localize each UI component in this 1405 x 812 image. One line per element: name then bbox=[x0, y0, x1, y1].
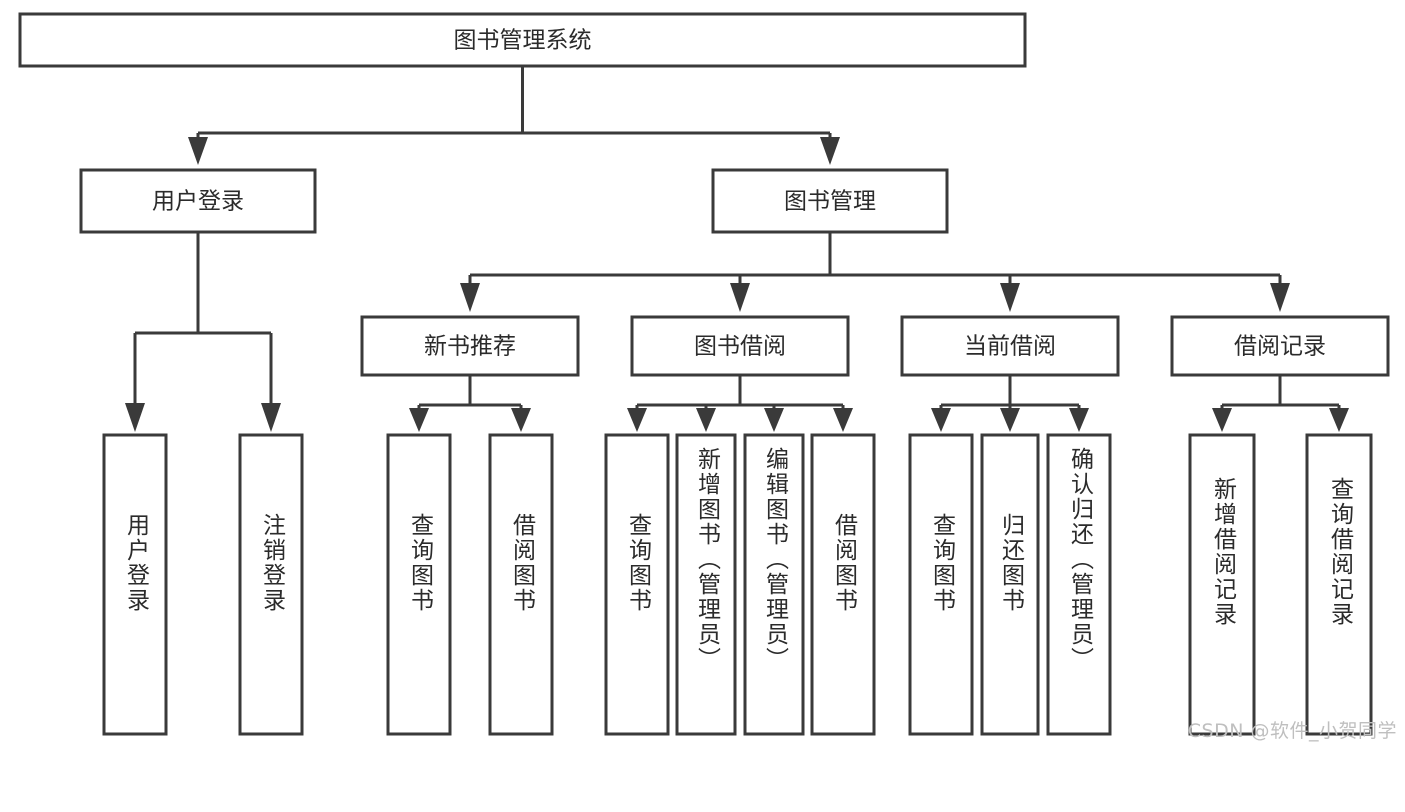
connector-group-book-borrow-children bbox=[627, 375, 853, 432]
diagram-canvas: 图书管理系统 用户登录 图书管理 新书推荐 图书借阅 当前借阅 借阅记录 bbox=[18, 12, 1390, 736]
arrow-leaf-return-book bbox=[1000, 408, 1020, 432]
node-box-new-book-recommend[interactable] bbox=[360, 315, 580, 377]
arrow-leaf-query-book-2 bbox=[627, 408, 647, 432]
node-box-leaf-query-book-2[interactable] bbox=[604, 433, 670, 736]
arrow-leaf-user-login bbox=[125, 403, 145, 432]
connector-group-current-borrow-children bbox=[931, 375, 1089, 432]
arrow-book-management bbox=[820, 137, 840, 165]
node-box-borrow-record[interactable] bbox=[1170, 315, 1390, 377]
node-box-leaf-add-book[interactable] bbox=[675, 433, 737, 736]
node-box-leaf-query-record[interactable] bbox=[1305, 433, 1373, 736]
connector-group-book-management-children bbox=[460, 232, 1290, 312]
connector-group-borrow-record-children bbox=[1212, 375, 1349, 432]
node-box-leaf-borrow-book-2[interactable] bbox=[810, 433, 876, 736]
arrow-leaf-borrow-book-1 bbox=[511, 408, 531, 432]
node-label-new-book-recommend: 新书推荐 bbox=[424, 334, 516, 360]
arrow-borrow-record bbox=[1270, 283, 1290, 312]
node-box-leaf-confirm-return[interactable] bbox=[1046, 433, 1112, 736]
csdn-watermark: CSDN @软件_小贺同学 bbox=[1187, 720, 1397, 742]
node-box-leaf-logout-login[interactable] bbox=[238, 433, 304, 736]
node-box-book-borrow[interactable] bbox=[630, 315, 850, 377]
arrow-leaf-logout-login bbox=[261, 403, 281, 432]
arrow-user-login bbox=[188, 137, 208, 165]
connector-group-root-to-level2 bbox=[188, 66, 840, 165]
arrow-leaf-query-book-1 bbox=[409, 408, 429, 432]
connector-group-new-book-recommend-children bbox=[409, 375, 531, 432]
node-label-book-management: 图书管理 bbox=[784, 189, 876, 215]
arrow-leaf-borrow-book-2 bbox=[833, 408, 853, 432]
node-box-leaf-user-login[interactable] bbox=[102, 433, 168, 736]
node-label-borrow-record: 借阅记录 bbox=[1234, 334, 1326, 360]
node-box-leaf-edit-book[interactable] bbox=[743, 433, 805, 736]
node-label-book-borrow: 图书借阅 bbox=[694, 334, 786, 360]
arrow-current-borrow bbox=[1000, 283, 1020, 312]
node-label-root: 图书管理系统 bbox=[454, 28, 592, 54]
node-box-leaf-query-book-3[interactable] bbox=[908, 433, 974, 736]
node-label-user-login: 用户登录 bbox=[152, 189, 244, 215]
node-box-root[interactable] bbox=[18, 12, 1027, 68]
arrow-leaf-add-record bbox=[1212, 408, 1232, 432]
node-box-leaf-return-book[interactable] bbox=[980, 433, 1040, 736]
node-box-current-borrow[interactable] bbox=[900, 315, 1120, 377]
node-box-leaf-query-book-1[interactable] bbox=[386, 433, 452, 736]
node-box-leaf-borrow-book-1[interactable] bbox=[488, 433, 554, 736]
arrow-leaf-query-book-3 bbox=[931, 408, 951, 432]
arrow-leaf-confirm-return bbox=[1069, 408, 1089, 432]
node-label-current-borrow: 当前借阅 bbox=[964, 334, 1056, 360]
connector-group-user-login-children bbox=[125, 232, 281, 432]
arrow-leaf-edit-book bbox=[764, 408, 784, 432]
arrow-leaf-add-book bbox=[696, 408, 716, 432]
arrow-book-borrow bbox=[730, 283, 750, 312]
functional-structure-diagram: 图书管理系统 用户登录 图书管理 新书推荐 图书借阅 当前借阅 借阅记录 用户登… bbox=[18, 12, 1397, 742]
node-box-leaf-add-record[interactable] bbox=[1188, 433, 1256, 736]
arrow-new-book-recommend bbox=[460, 283, 480, 312]
arrow-leaf-query-record bbox=[1329, 408, 1349, 432]
node-box-user-login[interactable] bbox=[79, 168, 317, 234]
node-box-book-management[interactable] bbox=[711, 168, 949, 234]
